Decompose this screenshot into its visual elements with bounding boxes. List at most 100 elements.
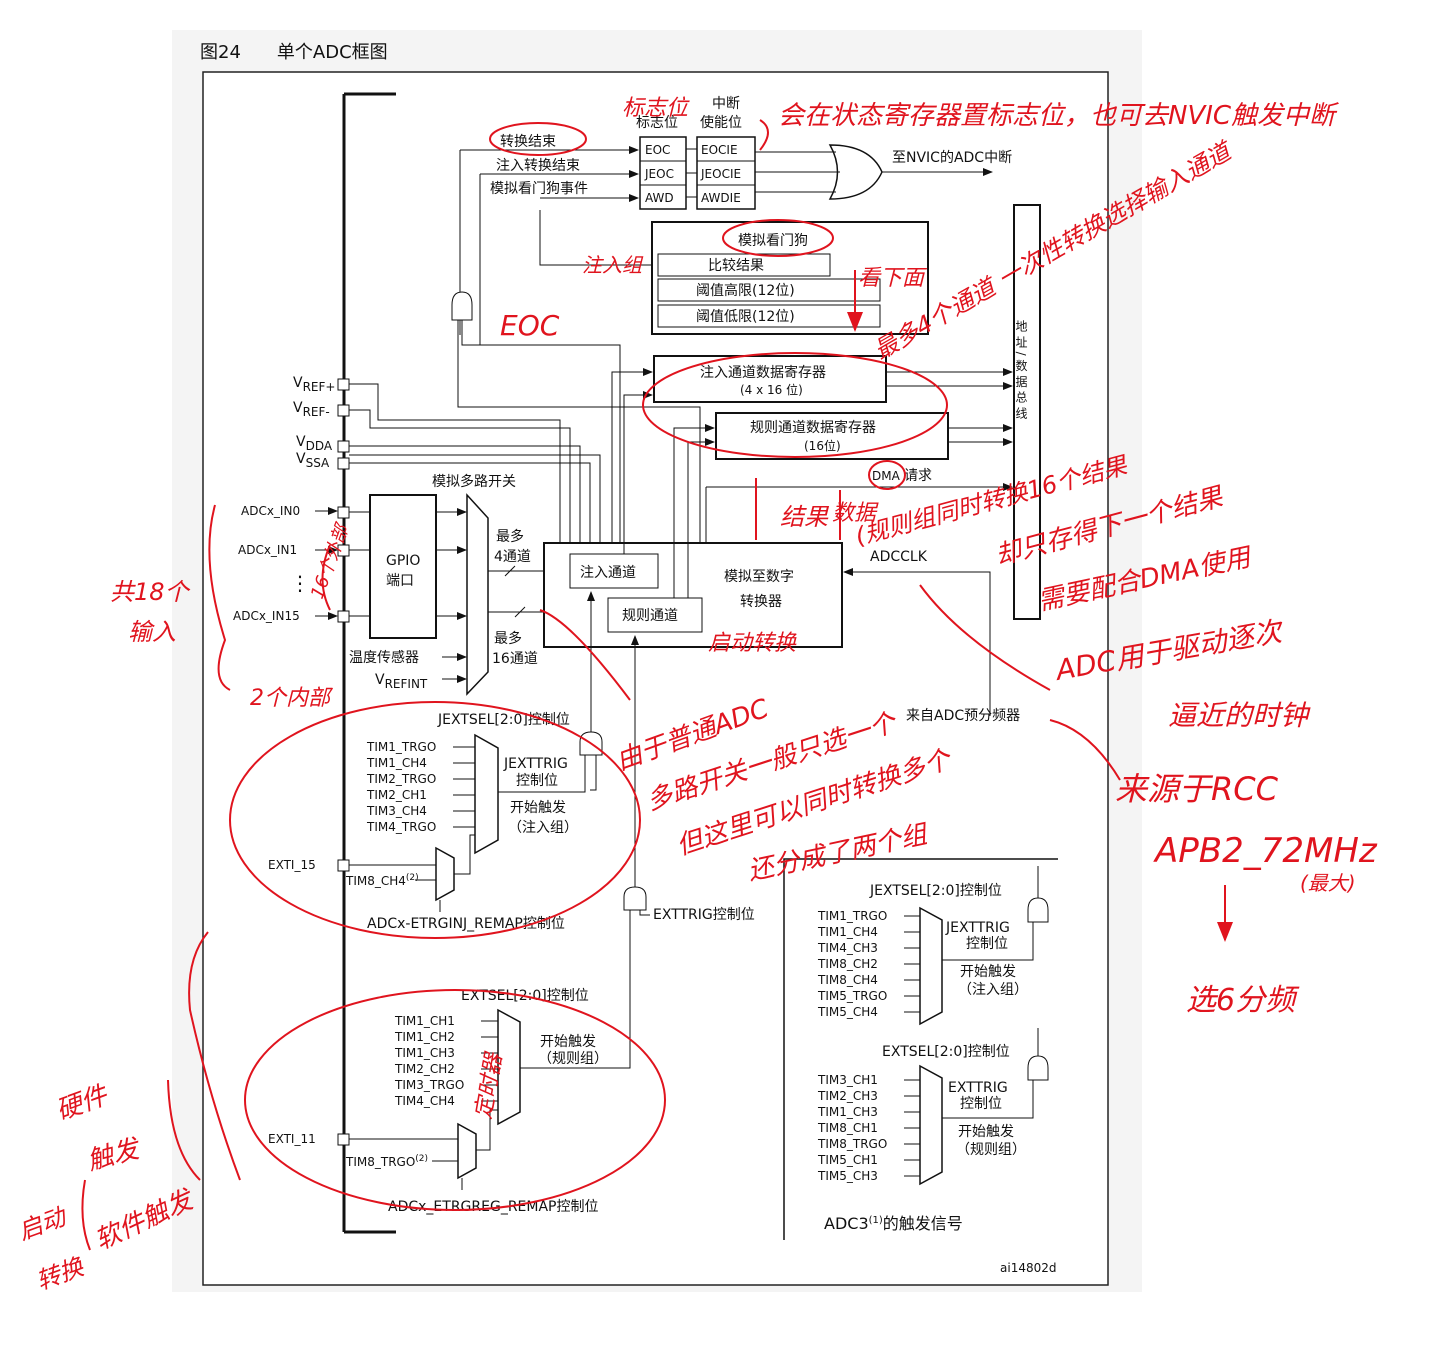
adc3-trigger-section: JEXTSEL[2:0]控制位 TIM1_TRGOTIM1_CH4TIM4_CH… [783, 858, 1058, 1240]
figure-id: ai14802d [1000, 1261, 1056, 1275]
adc3-and-gate-reg [1027, 1055, 1049, 1081]
reg-start-2: （规则组） [538, 1051, 608, 1067]
enable-eocie: EOCIE [701, 143, 738, 157]
inj-sel-label: JEXTSEL[2:0]控制位 [437, 712, 570, 728]
inj-tim8-label: TIM8_CH4(2) [345, 873, 419, 888]
flag-jeoc: JEOC [644, 167, 674, 181]
adc3-reg-source-2: TIM2_CH3 [817, 1089, 878, 1103]
note-start: 启动转换 [708, 631, 797, 656]
injected-register-size: (4 x 16 位) [740, 382, 803, 397]
note-trig-1: 启动 [14, 1202, 72, 1246]
injected-register-label: 注入通道数据寄存器 [700, 364, 826, 381]
reg-remap-mux [457, 1122, 477, 1180]
pin-exti11 [337, 1133, 350, 1146]
reg-trigger-source-4: TIM2_CH2 [394, 1062, 455, 1076]
annotation-circle-dma [868, 460, 906, 490]
adc3-reg-source-1: TIM3_CH1 [817, 1073, 878, 1087]
adc3-inj-start-1: 开始触发 [960, 964, 1016, 980]
dma-request-label: 请求 [904, 468, 932, 484]
compare-box [657, 253, 831, 277]
event-eoc: 转换结束 [500, 133, 556, 150]
mux-max-inj-1: 最多 [496, 528, 524, 545]
address-data-bus [1013, 204, 1041, 620]
regular-register-label: 规则通道数据寄存器 [750, 419, 876, 436]
inj-exti-label: EXTI_15 [268, 858, 316, 872]
input-in0: ADCx_IN0 [241, 504, 300, 518]
pin-exti15 [337, 859, 350, 872]
adc3-inj-sel: JEXTSEL[2:0]控制位 [869, 883, 1002, 899]
adc3-reg-mux [919, 1064, 943, 1186]
adc3-reg-source-6: TIM5_CH1 [817, 1153, 878, 1167]
reg-tim8-label: TIM8_TRGO(2) [345, 1154, 428, 1169]
input-in1: ADCx_IN1 [238, 543, 297, 557]
input-dots: ⋮ [290, 571, 310, 595]
adc3-inj-source-6: TIM5_TRGO [817, 989, 887, 1003]
low-threshold-box [657, 304, 881, 328]
note-rcc: 来源于RCC [1115, 770, 1279, 808]
nvic-output: 至NVIC的ADC中断 [892, 150, 1012, 166]
adcclk-label: ADCCLK [870, 549, 928, 565]
injected-channel-box [569, 553, 659, 589]
reg-trigger-source-5: TIM3_TRGO [394, 1078, 464, 1092]
adc3-inj-source-3: TIM4_CH3 [817, 941, 878, 955]
note-clock-2: 逼近的时钟 [1168, 699, 1311, 732]
adc3-jexttrig-2: 控制位 [966, 936, 1008, 952]
adc3-reg-source-4: TIM8_CH1 [817, 1121, 878, 1135]
enable-header-1: 中断 [712, 96, 740, 112]
adc3-caption: ADC3(1)的触发信号 [824, 1214, 963, 1233]
vref-minus-label: VREF- [293, 400, 330, 419]
vref-plus-label: VREF+ [293, 375, 335, 394]
note-result: 结果 [780, 503, 830, 531]
note-max: (最大) [1300, 871, 1356, 895]
exttrig-label: EXTTRIG控制位 [653, 907, 755, 923]
inj-trigger-source-1: TIM1_TRGO [366, 740, 436, 754]
note-eoc: EOC [500, 309, 560, 342]
register-section: 注入通道数据寄存器 (4 x 16 位) 规则通道数据寄存器 (16位) DMA… [653, 204, 1041, 620]
converter-label-2: 转换器 [740, 593, 782, 610]
adc3-reg-start-1: 开始触发 [958, 1124, 1014, 1140]
pin-in0 [337, 506, 350, 519]
and-gate-watchdog [451, 291, 473, 321]
note-apb2: APB2_72MHz [1153, 831, 1378, 871]
injected-register-box [653, 355, 887, 403]
note-exti: 注入组 [582, 253, 644, 277]
analog-input-section: ADCx_IN0 ADCx_IN1 ⋮ ADCx_IN15 GPIO 端口 温度… [233, 473, 607, 696]
inj-remap-mux [435, 846, 455, 902]
pin-vref-minus [337, 404, 350, 417]
enable-jeocie: JEOCIE [700, 167, 741, 181]
regular-channel-box [607, 597, 703, 633]
note-hw-1: 硬件 [52, 1080, 113, 1127]
annotation-circle-reg-trigger [244, 989, 666, 1211]
annotation-circle-eoc [489, 122, 587, 156]
regular-trigger-section: EXTSEL[2:0]控制位 TIM1_CH1TIM1_CH2TIM1_CH3T… [268, 635, 755, 1215]
pin-in15 [337, 610, 350, 623]
interrupt-section: 标志位 中断 使能位 EOC JEOC AWD EOCIE JEOCIE AWD… [460, 96, 1012, 210]
inj-start-1: 开始触发 [510, 800, 566, 816]
reg-trigger-source-1: TIM1_CH1 [394, 1014, 455, 1028]
event-awd: 模拟看门狗事件 [490, 181, 588, 197]
note-window: 看下面 [858, 266, 928, 291]
regular-register-size: (16位) [804, 438, 841, 453]
adc3-reg-start-2: （规则组） [956, 1142, 1026, 1158]
note-prescale: 选6分频 [1186, 983, 1300, 1018]
watchdog-high: 阈值高限(12位) [696, 282, 795, 299]
adc3-reg-sel: EXTSEL[2:0]控制位 [882, 1044, 1010, 1060]
adc3-inj-source-1: TIM1_TRGO [817, 909, 887, 923]
gpio-port-box [369, 494, 437, 639]
adc3-inj-mux [919, 906, 943, 1026]
injected-trigger-section: JEXTSEL[2:0]控制位 TIM1_TRGOTIM1_CH4TIM2_TR… [268, 591, 603, 932]
vrefint-label: VREFINT [375, 672, 428, 691]
analog-mux [466, 493, 489, 696]
gpio-label-2: 端口 [386, 573, 414, 589]
reg-trigger-source-6: TIM4_CH4 [394, 1094, 455, 1108]
adc3-jexttrig-1: JEXTTRIG [945, 920, 1010, 936]
note-hw-2: 触发 [84, 1134, 145, 1177]
handwritten-annotations [81, 119, 1233, 1251]
note-status: 会在状态寄存器置标志位，也可去NVIC触发中断 [778, 101, 1339, 131]
power-pins: VREF+ VREF- VDDA VSSA [293, 375, 601, 560]
dma-label: DMA [872, 469, 901, 483]
enable-awdie: AWDIE [701, 191, 741, 205]
adc3-and-gate-inj [1027, 897, 1049, 923]
adc-core-section: 注入通道 规则通道 模拟至数字 转换器 ADCCLK 来自ADC预分频器 [451, 150, 1020, 724]
